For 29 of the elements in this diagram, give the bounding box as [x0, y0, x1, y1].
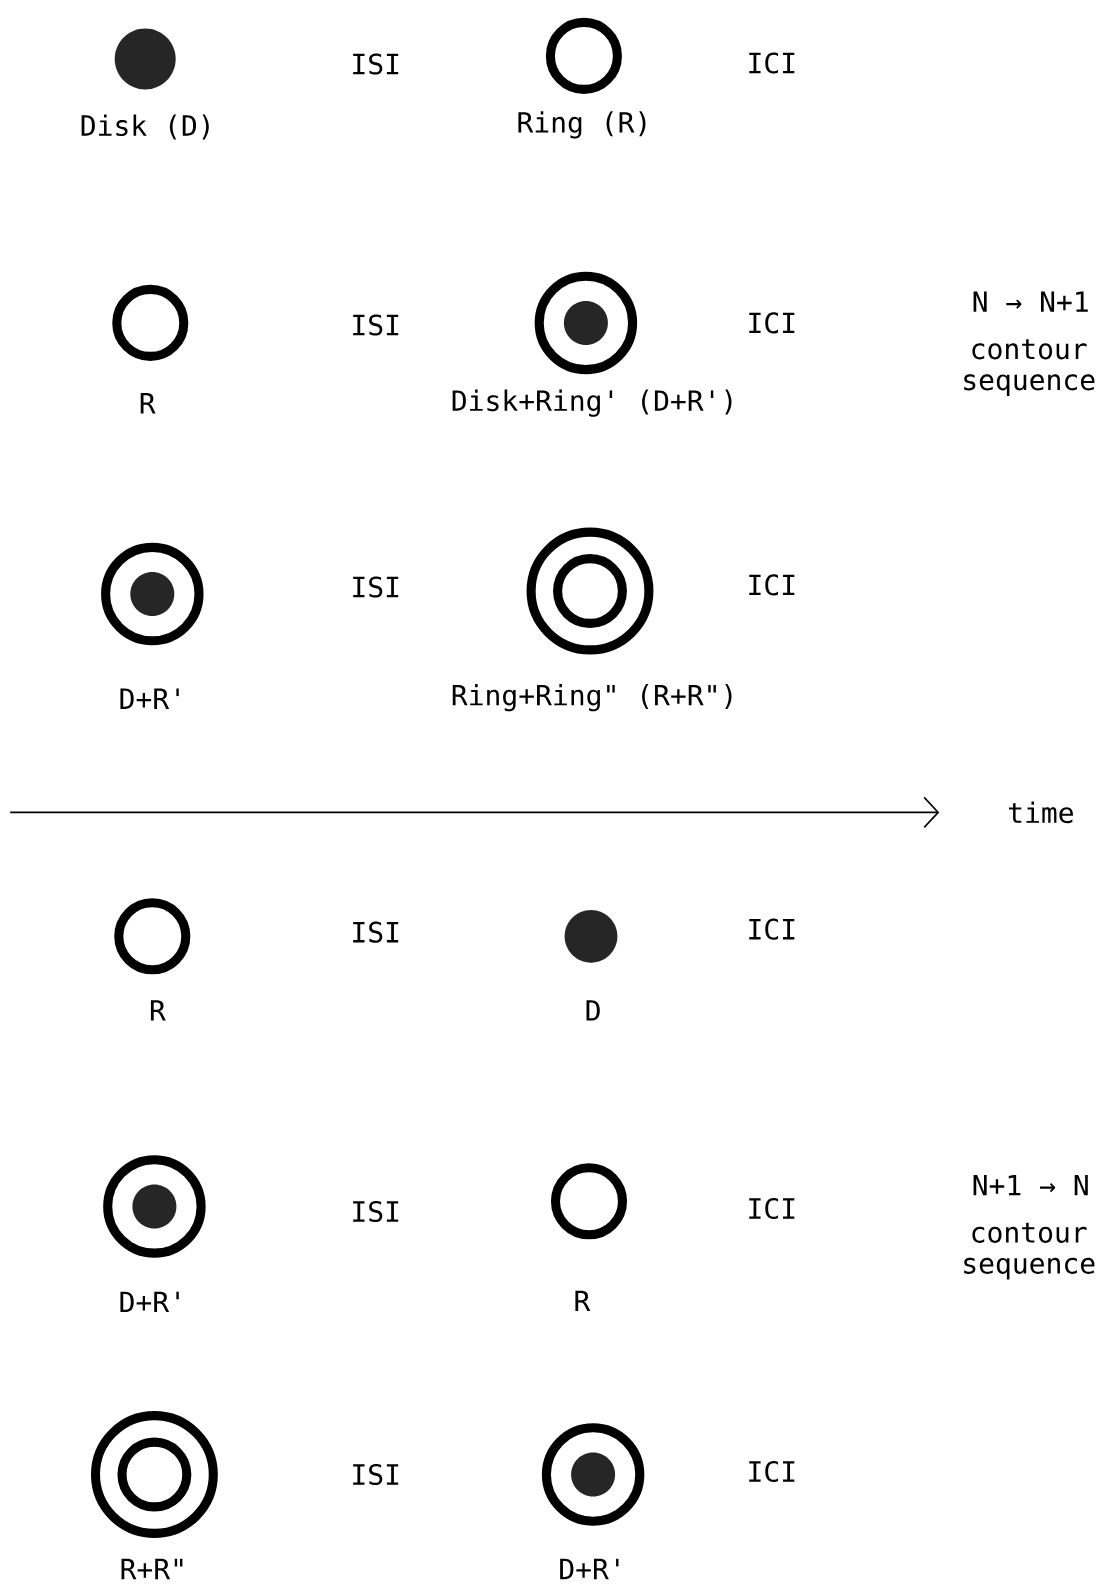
stimulus-label: D+R' — [120, 688, 179, 709]
stimulus-label: D — [586, 1000, 600, 1021]
stimulus-label: Ring+Ring" (R+R") — [452, 684, 732, 712]
interval-label: ICI — [749, 1197, 795, 1220]
sequence-label: N+1 → N — [973, 1174, 1088, 1196]
stimulus-label: R — [140, 393, 156, 414]
stimulus-label: R+R" — [121, 1558, 183, 1580]
interval-label: ISI — [353, 576, 399, 598]
interval-label: ISI — [353, 1200, 399, 1223]
stimulus-label: Disk+Ring' (D+R') — [452, 389, 732, 417]
interval-label: ICI — [749, 918, 795, 940]
stimulus-label: Disk (D) — [81, 114, 209, 140]
sequence-label: contour sequence — [964, 339, 1095, 396]
interval-label: ICI — [749, 1460, 795, 1483]
stimulus-label: Ring (R) — [518, 111, 646, 139]
interval-label: ISI — [353, 921, 399, 943]
axis-label: time — [1008, 801, 1073, 824]
interval-label: ISI — [353, 1463, 399, 1486]
interval-label: ICI — [749, 312, 795, 334]
interval-label: ISI — [353, 53, 399, 75]
sequence-label: contour sequence — [964, 1222, 1095, 1280]
interval-label: ISI — [353, 314, 399, 336]
stimulus-label: R — [150, 1000, 166, 1021]
stimulus-label: D+R' — [120, 1291, 179, 1313]
interval-label: ICI — [749, 52, 795, 74]
sequence-label: N → N+1 — [973, 291, 1088, 312]
stimulus-label: R — [575, 1290, 591, 1312]
interval-label: ICI — [749, 574, 795, 596]
stimulus-label: D+R' — [560, 1558, 619, 1580]
